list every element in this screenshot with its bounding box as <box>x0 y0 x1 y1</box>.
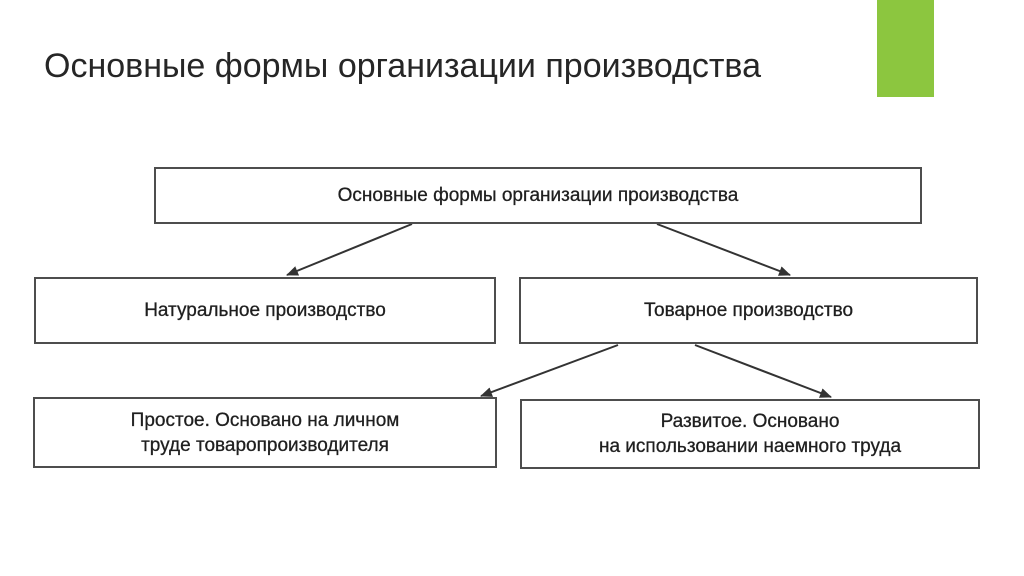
simple-production-line-1: Простое. Основано на личном <box>130 409 400 431</box>
simple-production-box: Простое. Основано на личном труде товаро… <box>33 397 497 468</box>
developed-production-line-1: Развитое. Основано <box>660 411 840 432</box>
simple-production-line-2: труде товаропроизводителя <box>141 434 389 456</box>
root-label: Основные формы организации производства <box>337 185 739 206</box>
accent-bar <box>877 0 934 97</box>
arrow-root-to-natural <box>286 223 413 276</box>
arrow-root-to-commodity <box>656 223 791 276</box>
developed-production-box: Развитое. Основано на использовании наем… <box>520 399 980 469</box>
commodity-production-box: Товарное производство <box>519 277 978 344</box>
slide-title: Основные формы организации производства <box>44 47 762 85</box>
arrow-commodity-to-simple <box>480 344 619 397</box>
natural-production-box: Натуральное производство <box>34 277 496 344</box>
developed-production-line-2: на использовании наемного труда <box>598 436 902 457</box>
commodity-production-label: Товарное производство <box>643 300 854 321</box>
natural-production-label: Натуральное производство <box>144 300 386 321</box>
root-box: Основные формы организации производства <box>154 167 922 224</box>
arrow-commodity-to-developed <box>694 344 832 398</box>
